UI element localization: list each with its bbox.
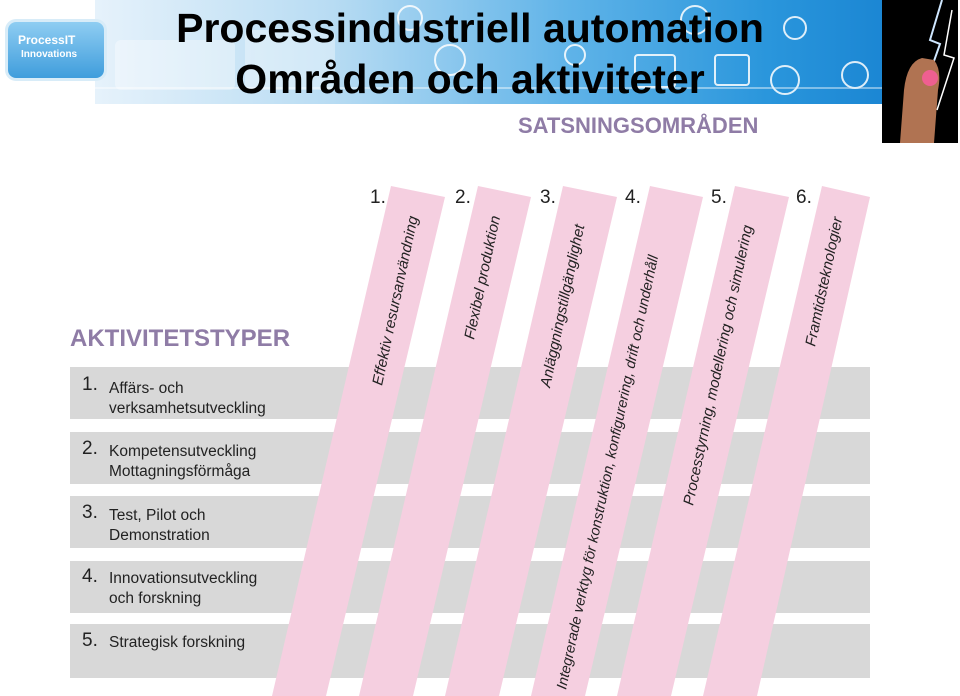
- activity-label-1: Affärs- och verksamhetsutveckling: [109, 379, 266, 419]
- area-number-1: 1.: [370, 187, 386, 208]
- processit-logo[interactable]: ProcessIT Innovations: [8, 22, 104, 78]
- header-banner: ProcessIT Innovations Processindustriell…: [0, 0, 960, 110]
- area-number-5: 5.: [711, 187, 727, 208]
- activity-label-2-line2: Mottagningsförmåga: [109, 463, 251, 480]
- gear-icon-2: [770, 65, 800, 95]
- activity-label-3-line2: Demonstration: [109, 527, 210, 544]
- area-number-4: 4.: [625, 187, 641, 208]
- area-strip-4: [531, 186, 703, 696]
- area-strip-6: [703, 186, 870, 696]
- document-icon: [634, 54, 676, 88]
- activity-label-3: Test, Pilot och Demonstration: [109, 506, 210, 546]
- activity-label-2-line1: Kompetensutveckling: [109, 443, 257, 460]
- gauge-icon: [680, 5, 710, 35]
- hand-lightning-photo: [882, 0, 958, 143]
- banner-decoration-icons: [95, 5, 885, 95]
- area-strip-2: [359, 186, 531, 696]
- area-number-3: 3.: [540, 187, 556, 208]
- area-strip-5: [617, 186, 789, 696]
- activity-label-1-line2: verksamhetsutveckling: [109, 400, 266, 417]
- areas-heading: SATSNINGSOMRÅDEN: [518, 113, 759, 138]
- activity-label-5: Strategisk forskning: [109, 633, 245, 653]
- activity-label-2: Kompetensutveckling Mottagningsförmåga: [109, 442, 256, 482]
- activity-number-4: 4.: [82, 566, 98, 587]
- activity-label-4-line2: och forskning: [109, 590, 202, 607]
- logo-text-line2: Innovations: [21, 49, 78, 60]
- page-subtitle: Områden och aktiviteter: [235, 56, 705, 102]
- banner-background: [95, 0, 885, 104]
- logo-text-line1: ProcessIT: [18, 33, 76, 47]
- gear-icon: [434, 44, 466, 76]
- lightbulb-icon: [783, 16, 807, 40]
- activity-row-band-3: [70, 496, 870, 548]
- activities-heading: AKTIVITETSTYPER: [70, 325, 291, 352]
- activity-label-4: Innovationsutveckling och forskning: [109, 569, 257, 609]
- area-strip-1: [272, 186, 445, 696]
- activity-number-2: 2.: [82, 438, 98, 459]
- area-strip-3: [445, 186, 617, 696]
- page-title: Processindustriell automation: [176, 5, 764, 51]
- activity-number-5: 5.: [82, 630, 98, 651]
- activity-number-1: 1.: [82, 374, 98, 395]
- activity-number-3: 3.: [82, 502, 98, 523]
- activity-label-3-line1: Test, Pilot och: [109, 507, 206, 524]
- globe-icon: [397, 5, 423, 31]
- area-number-6: 6.: [796, 187, 812, 208]
- activity-label-1-line1: Affärs- och: [109, 380, 184, 397]
- activity-label-4-line1: Innovationsutveckling: [109, 570, 258, 587]
- area-number-2: 2.: [455, 187, 471, 208]
- person-icon: [841, 61, 869, 89]
- activity-label-5-line1: Strategisk forskning: [109, 634, 246, 651]
